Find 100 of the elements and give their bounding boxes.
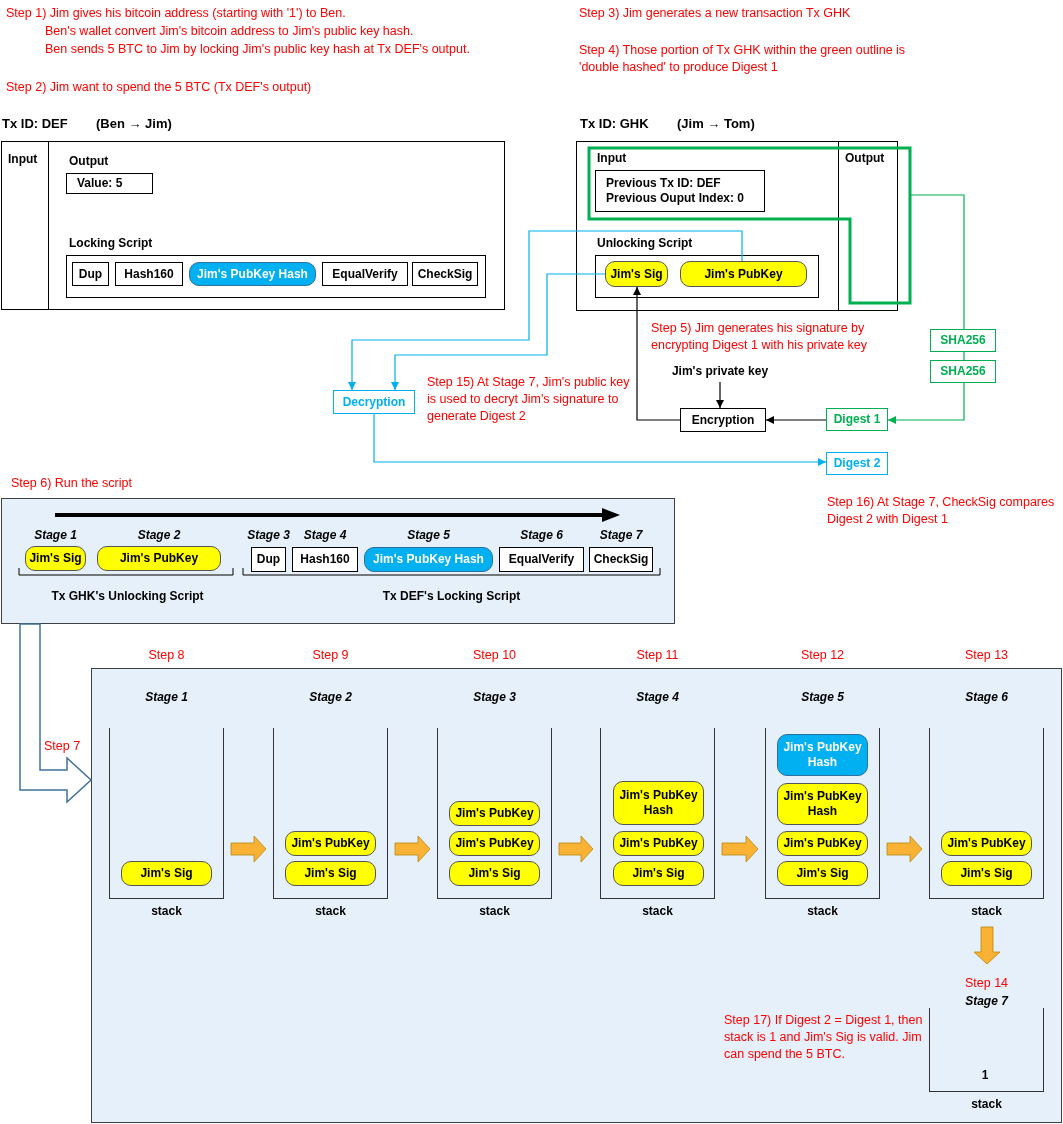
- hash-box: SHA256: [930, 360, 996, 383]
- transfer-direction: (Jim → Tom): [677, 116, 756, 131]
- pubkey-pill: Jim's PubKey: [680, 261, 807, 287]
- arrow: [633, 286, 681, 421]
- opcode-box: CheckSig: [412, 262, 478, 286]
- step-note: Step 17) If Digest 2 = Digest 1, then stack is 1 and Jim's Sig is valid. Jim can spend the 5 BTC.: [724, 1012, 924, 1063]
- arrow: [373, 413, 827, 466]
- step-note: Step 1) Jim gives his bitcoin address (starting with '1') to Ben.: [6, 5, 347, 22]
- section-heading: Input: [8, 152, 39, 166]
- stage-label: Stage 4: [302, 528, 348, 542]
- arrow: [716, 381, 724, 409]
- signature-pill: Jim's Sig: [605, 261, 668, 287]
- step-label: Step 13: [963, 647, 1010, 664]
- step-label: Step 9: [311, 647, 350, 664]
- pubkey-pill: Jim's PubKey: [285, 831, 376, 856]
- script-caption: Tx GHK's Unlocking Script: [50, 589, 205, 603]
- arrow: [887, 382, 965, 424]
- key-label: Jim's private key: [660, 363, 780, 380]
- signature-pill: Jim's Sig: [613, 861, 704, 886]
- pubkey-pill: Jim's PubKey: [941, 831, 1032, 856]
- stage-label: Stage 5: [406, 528, 451, 542]
- step-note: Ben's wallet convert Jim's bitcoin address to Jim's public key hash.: [45, 23, 415, 40]
- stage-label: Stage 3: [246, 528, 291, 542]
- stack-caption: stack: [150, 904, 183, 918]
- stage-label: Stage 6: [519, 528, 564, 542]
- pubkey-pill: Jim's PubKey: [449, 801, 540, 826]
- block-arrow: [558, 835, 594, 863]
- pubkey-hash-pill: Jim's PubKey Hash: [364, 547, 493, 572]
- step-note: Step 15) At Stage 7, Jim's public key is used to decryt Jim's signature to generate Digest 2: [427, 374, 631, 425]
- digest-box: Digest 2: [826, 452, 888, 475]
- transaction-id: Tx ID: DEF: [2, 116, 69, 131]
- previous-output-box: Previous Tx ID: DEF Previous Ouput Index: 0: [595, 170, 765, 212]
- arrow: [391, 273, 606, 391]
- signature-pill: Jim's Sig: [121, 861, 212, 886]
- stage-label: Stage 2: [308, 690, 353, 704]
- stage-label: Stage 7: [598, 528, 644, 542]
- block-arrow: [230, 835, 267, 863]
- arrow: [765, 416, 827, 424]
- stage-label: Stage 2: [136, 528, 182, 542]
- step-note: Step 6) Run the script: [11, 475, 133, 492]
- signature-pill: Jim's Sig: [285, 861, 376, 886]
- signature-pill: Jim's Sig: [25, 546, 86, 571]
- signature-pill: Jim's Sig: [449, 861, 540, 886]
- stack-caption: stack: [970, 1097, 1003, 1111]
- block-arrow: [886, 835, 923, 863]
- block-arrow: [394, 835, 431, 863]
- opcode-box: EqualVerify: [499, 547, 584, 572]
- step-label: Step 11: [635, 647, 680, 664]
- stage-label: Stage 1: [33, 528, 78, 542]
- step-label: Step 10: [471, 647, 518, 664]
- section-heading: Locking Script: [69, 236, 154, 250]
- stack-caption: stack: [806, 904, 839, 918]
- block-arrow: [973, 926, 1001, 965]
- connector-line: [910, 194, 965, 330]
- stack-caption: stack: [478, 904, 511, 918]
- section-heading: Output: [69, 154, 110, 168]
- signature-pill: Jim's Sig: [777, 861, 868, 886]
- step-label: Step 8: [147, 647, 186, 664]
- pubkey-hash-pill: Jim's PubKey Hash: [189, 262, 316, 286]
- encryption-box: Encryption: [680, 408, 766, 432]
- stack-caption: stack: [970, 904, 1003, 918]
- opcode-box: Dup: [251, 547, 286, 572]
- step-note: Ben sends 5 BTC to Jim by locking Jim's public key hash at Tx DEF's output.: [45, 41, 471, 58]
- step-note: Step 5) Jim generates his signature by encrypting Digest 1 with his private key: [651, 320, 869, 354]
- pubkey-pill: Jim's PubKey: [613, 831, 704, 856]
- stage-label: Stage 6: [964, 690, 1009, 704]
- block-arrow: [19, 623, 93, 804]
- opcode-box: Dup: [72, 262, 109, 286]
- stage-label: Stage 3: [472, 690, 517, 704]
- stack-caption: stack: [314, 904, 347, 918]
- value-box: Value: 5: [66, 173, 153, 194]
- signature-pill: Jim's Sig: [941, 861, 1032, 886]
- stage-label: Stage 7: [964, 994, 1010, 1008]
- pubkey-hash-pill: Jim's PubKey Hash: [777, 734, 868, 776]
- stack-value: 1: [970, 1066, 1000, 1084]
- edge-label: Step 7: [44, 738, 81, 755]
- section-heading: Input: [597, 151, 628, 165]
- stage-label: Stage 5: [800, 690, 845, 704]
- arrow: [348, 230, 743, 391]
- section-heading: Output: [845, 151, 886, 165]
- pubkey-hash-pill: Jim's PubKey Hash: [613, 781, 704, 825]
- step-label: Step 12: [799, 647, 846, 664]
- step-note: Step 16) At Stage 7, CheckSig compares Digest 2 with Digest 1: [827, 494, 1056, 528]
- transfer-direction: (Ben → Jim): [96, 116, 173, 131]
- hash-box: SHA256: [930, 329, 996, 352]
- pubkey-pill: Jim's PubKey: [449, 831, 540, 856]
- opcode-box: Hash160: [292, 547, 358, 572]
- opcode-box: CheckSig: [589, 547, 653, 572]
- stage-label: Stage 1: [144, 690, 189, 704]
- transaction-id: Tx ID: GHK: [580, 116, 650, 131]
- step-note: Step 4) Those portion of Tx GHK within the green outline is 'double hashed' to produce Digest 1: [579, 42, 907, 76]
- stack-caption: stack: [641, 904, 674, 918]
- script-caption: Tx DEF's Locking Script: [381, 589, 522, 603]
- pubkey-pill: Jim's PubKey: [97, 546, 221, 571]
- pubkey-hash-pill: Jim's PubKey Hash: [777, 783, 868, 825]
- section-heading: Unlocking Script: [597, 236, 694, 250]
- decryption-box: Decryption: [333, 390, 415, 414]
- step-note: Step 2) Jim want to spend the 5 BTC (Tx DEF's output): [6, 79, 313, 96]
- step-note: Step 3) Jim generates a new transaction Tx GHK: [579, 5, 852, 22]
- digest-box: Digest 1: [826, 408, 888, 431]
